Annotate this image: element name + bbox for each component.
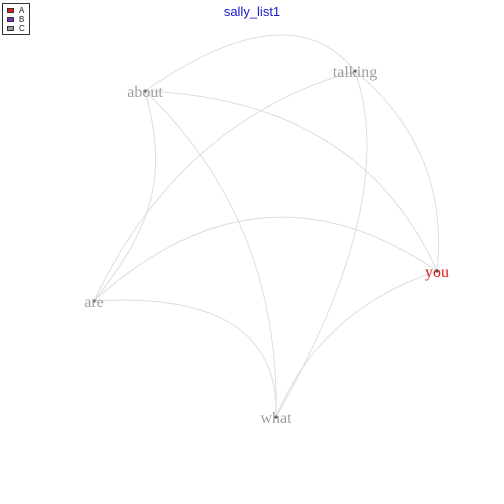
node-label-what: what xyxy=(260,410,292,427)
node-are: are xyxy=(84,294,104,311)
node-label-talking: talking xyxy=(333,64,377,81)
legend: A B C xyxy=(2,3,30,35)
legend-label-a: A xyxy=(19,6,25,15)
legend-entry-b: B xyxy=(7,15,29,24)
node-label-are: are xyxy=(84,294,104,311)
legend-swatch-c xyxy=(7,26,14,31)
edge-you-are xyxy=(93,216,438,302)
graph-title: sally_list1 xyxy=(223,4,281,19)
legend-label-b: B xyxy=(19,15,25,24)
legend-entry-c: C xyxy=(7,24,29,33)
edge-are-what xyxy=(93,299,277,418)
node-dot-are xyxy=(92,299,96,303)
edge-layer xyxy=(93,34,440,418)
edge-about-what xyxy=(144,90,277,418)
node-label-about: about xyxy=(127,84,163,101)
node-what: what xyxy=(260,410,292,427)
legend-swatch-b xyxy=(7,17,14,22)
edge-about-talking xyxy=(144,34,356,92)
edge-about-are xyxy=(93,90,157,302)
node-dot-about xyxy=(143,89,147,93)
edge-about-you xyxy=(144,90,438,272)
edge-talking-you xyxy=(354,70,440,272)
node-dot-talking xyxy=(353,69,357,73)
legend-entry-a: A xyxy=(7,6,29,15)
edge-you-what xyxy=(275,270,438,418)
node-you: you xyxy=(425,264,449,281)
legend-swatch-a xyxy=(7,8,14,13)
edge-talking-are xyxy=(93,70,356,302)
node-layer: about talking you are what xyxy=(84,64,449,427)
edge-talking-what xyxy=(275,70,368,418)
node-label-you: you xyxy=(425,264,449,281)
node-about: about xyxy=(127,84,163,101)
node-dot-you xyxy=(435,269,439,273)
node-talking: talking xyxy=(333,64,377,81)
legend-label-c: C xyxy=(19,24,25,33)
node-dot-what xyxy=(274,415,278,419)
